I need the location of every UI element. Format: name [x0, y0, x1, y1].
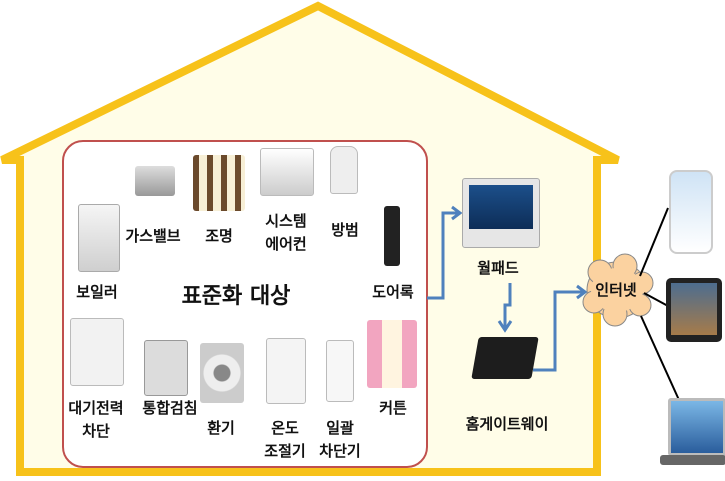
- gateway-label: 홈게이트웨이: [465, 415, 549, 433]
- breaker-label-1: 일괄: [326, 419, 354, 437]
- internet-label: 인터넷: [595, 281, 637, 299]
- aircon-label-1: 시스템: [265, 212, 307, 230]
- breaker-label-2: 차단기: [319, 442, 361, 460]
- arrow-to-internet: [533, 290, 583, 372]
- standby-outlet-image: [70, 318, 124, 386]
- door-lock-label: 도어록: [372, 283, 414, 301]
- gas-valve-image: [135, 166, 175, 196]
- lighting-image: [193, 155, 245, 211]
- door-lock-image: [384, 206, 400, 266]
- standby-power-label-1: 대기전력: [68, 399, 124, 417]
- standardization-title: 표준화 대상: [181, 284, 291, 309]
- wallpad-label: 월패드: [477, 259, 519, 277]
- gateway-image: [471, 337, 539, 379]
- smartphone-image: [669, 170, 713, 254]
- security-label: 방범: [331, 221, 359, 239]
- laptop-base: [660, 455, 725, 465]
- arrow-to-wallpad: [427, 211, 458, 300]
- security-sensor-image: [330, 146, 358, 194]
- tablet-image: [666, 278, 722, 342]
- boiler-label: 보일러: [76, 283, 118, 301]
- aircon-image: [260, 148, 314, 196]
- standby-power-label-2: 차단: [82, 422, 110, 440]
- thermostat-image: [266, 338, 306, 404]
- gas-valve-label: 가스밸브: [125, 227, 181, 245]
- thermostat-label-1: 온도: [271, 419, 299, 437]
- thermostat-label-2: 조절기: [264, 442, 306, 460]
- meter-label: 통합검침: [142, 399, 198, 417]
- curtain-label: 커튼: [379, 399, 407, 417]
- arrow-to-gateway: [503, 283, 512, 328]
- meter-image: [144, 340, 188, 396]
- internet-cloud: [582, 253, 654, 327]
- boiler-image: [78, 204, 120, 272]
- wallpad-image: [462, 178, 540, 248]
- ventilation-label: 환기: [207, 419, 235, 437]
- lighting-label: 조명: [205, 227, 233, 245]
- curtain-image: [367, 320, 417, 388]
- laptop-image: [668, 398, 725, 456]
- aircon-label-2: 에어컨: [265, 235, 307, 253]
- breaker-switch-image: [326, 340, 354, 402]
- ventilation-image: [200, 343, 244, 403]
